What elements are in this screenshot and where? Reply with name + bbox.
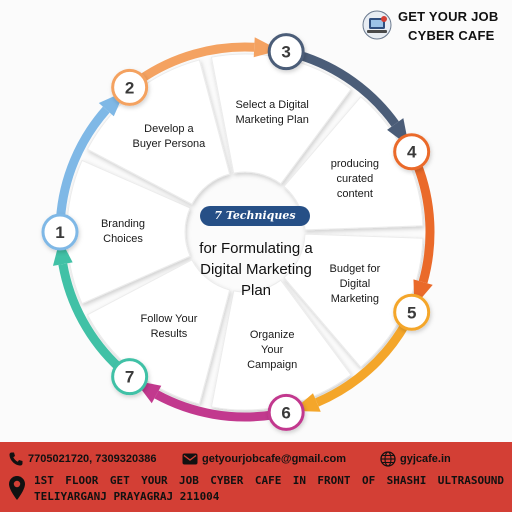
- step-label-line: Results: [150, 328, 188, 341]
- step-number-badge-7: 7: [111, 358, 149, 396]
- cycle-diagram: 1 2 3 4 5 6 7: [41, 33, 435, 431]
- step-label-line: Digital: [339, 278, 371, 291]
- phone-icon: [9, 452, 23, 466]
- step-label-line: Your: [261, 344, 284, 357]
- step-number-5: 5: [407, 303, 416, 322]
- step-label-line: Campaign: [247, 359, 298, 372]
- step-number-badge-3: 3: [267, 33, 305, 71]
- step-label-line: Buyer Persona: [132, 137, 206, 150]
- step-label-line: Marketing Plan: [235, 114, 309, 127]
- step-number-badge-1: 1: [41, 213, 79, 251]
- step-number-badge-4: 4: [393, 133, 431, 171]
- techniques-badge: 7 Techniques: [200, 206, 310, 226]
- globe-icon: [380, 451, 396, 467]
- ring-arc-2: [137, 42, 255, 84]
- arrowhead-icon: [52, 238, 73, 266]
- step-label-line: Develop a: [144, 122, 194, 135]
- brand-name-line-1: GET YOUR JOB: [398, 9, 499, 24]
- step-label-4: producing curated content: [295, 157, 415, 202]
- step-card-7: [86, 259, 231, 405]
- brand-header: GET YOUR JOB CYBER CAFE: [362, 7, 508, 47]
- step-label-line: Choices: [103, 233, 143, 245]
- step-label-line: producing: [330, 157, 380, 170]
- ring-arc-4: [412, 161, 435, 284]
- step-label-line: Marketing: [330, 293, 380, 306]
- ring-arc-5: [315, 321, 410, 407]
- address-text: 1ST FLOOR GET YOUR JOB CYBER CAFE IN FRO…: [34, 474, 504, 503]
- step-number-7: 7: [125, 368, 134, 387]
- step-label-2: Develop a Buyer Persona: [109, 122, 229, 152]
- step-number-4: 4: [407, 143, 417, 162]
- step-card-3: [210, 53, 352, 185]
- ring-arc-7: [58, 263, 123, 372]
- step-card-6: [210, 279, 352, 411]
- step-number-badge-6: 6: [267, 393, 305, 431]
- step-label-line: Organize: [249, 329, 295, 342]
- phone-numbers: 7705021720, 7309320386: [28, 453, 157, 465]
- step-label-line: Budget for: [329, 263, 381, 276]
- step-number-2: 2: [125, 78, 134, 97]
- step-label-line: Follow Your: [140, 313, 198, 326]
- email-icon: [182, 453, 198, 465]
- center-title-line-2: Digital Marketing: [200, 261, 312, 278]
- step-card-2: [86, 59, 231, 205]
- website-url: gyjcafe.in: [400, 453, 451, 465]
- step-label-line: Select a Digital: [235, 99, 309, 112]
- contact-footer: 7705021720, 7309320386 getyourjobcafe@gm…: [0, 442, 512, 512]
- step-number-3: 3: [281, 43, 290, 62]
- location-pin-icon: [9, 476, 25, 500]
- step-card-5: [283, 233, 424, 368]
- step-number-badge-5: 5: [393, 293, 431, 331]
- center-title: for Formulating a Digital Marketing Plan: [150, 238, 362, 301]
- ring-arc-6: [154, 390, 275, 422]
- brand-name-line-2: CYBER CAFE: [408, 28, 495, 43]
- email-address: getyourjobcafe@gmail.com: [202, 453, 346, 465]
- step-label-line: content: [336, 187, 373, 200]
- step-label-line: Branding: [100, 218, 146, 230]
- ring-arc-1: [55, 106, 110, 220]
- center-title-line-3: Plan: [240, 282, 272, 299]
- arrowhead-icon: [253, 37, 280, 58]
- step-number-6: 6: [281, 403, 290, 422]
- step-card-1: [66, 159, 191, 305]
- ring-arc-3: [297, 50, 399, 127]
- center-title-line-1: for Formulating a: [199, 240, 313, 257]
- step-number-badge-2: 2: [111, 68, 149, 106]
- step-number-1: 1: [55, 223, 64, 242]
- cyber-cafe-logo-icon: [362, 10, 392, 40]
- step-label-line: curated: [336, 172, 374, 185]
